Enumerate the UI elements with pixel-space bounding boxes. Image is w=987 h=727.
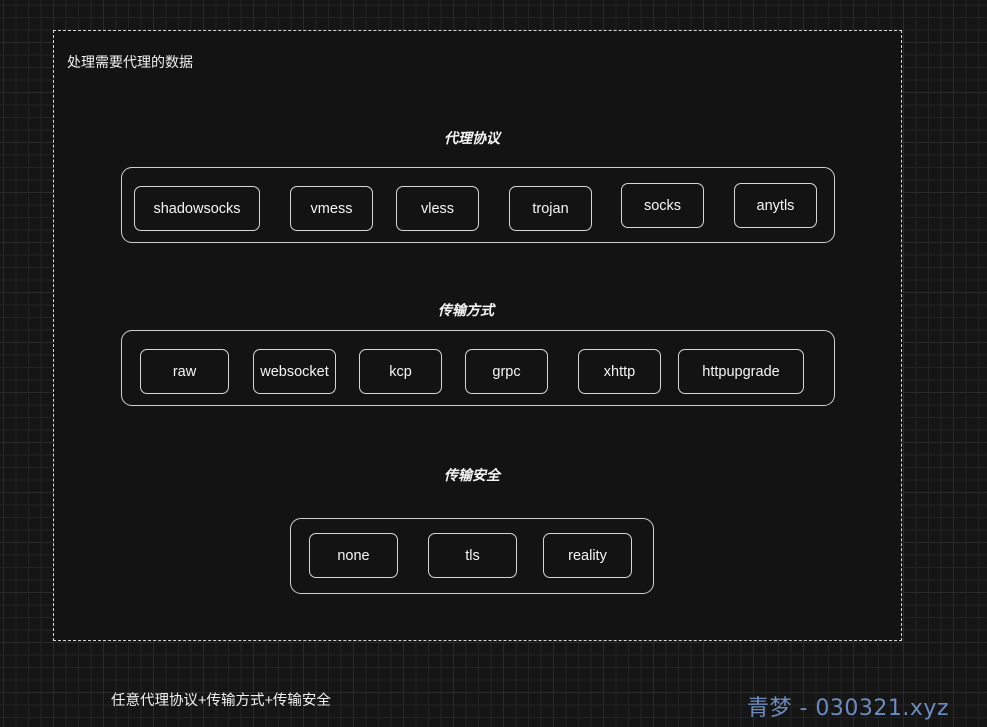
node-trojan[interactable]: trojan xyxy=(509,186,592,231)
node-kcp[interactable]: kcp xyxy=(359,349,442,394)
security-heading: 传输安全 xyxy=(444,467,500,483)
node-socks[interactable]: socks xyxy=(621,183,704,228)
node-xhttp[interactable]: xhttp xyxy=(578,349,661,394)
frame-title: 处理需要代理的数据 xyxy=(67,54,193,70)
node-httpupgrade[interactable]: httpupgrade xyxy=(678,349,804,394)
node-vless[interactable]: vless xyxy=(396,186,479,231)
watermark: 青梦 - 030321.xyz xyxy=(747,696,949,721)
node-tls[interactable]: tls xyxy=(428,533,517,578)
node-reality[interactable]: reality xyxy=(543,533,632,578)
node-websocket[interactable]: websocket xyxy=(253,349,336,394)
protocols-heading: 代理协议 xyxy=(444,130,500,146)
node-raw[interactable]: raw xyxy=(140,349,229,394)
node-none[interactable]: none xyxy=(309,533,398,578)
diagram-caption: 任意代理协议+传输方式+传输安全 xyxy=(111,693,331,709)
node-anytls[interactable]: anytls xyxy=(734,183,817,228)
node-grpc[interactable]: grpc xyxy=(465,349,548,394)
node-vmess[interactable]: vmess xyxy=(290,186,373,231)
node-shadowsocks[interactable]: shadowsocks xyxy=(134,186,260,231)
transports-heading: 传输方式 xyxy=(438,302,494,318)
